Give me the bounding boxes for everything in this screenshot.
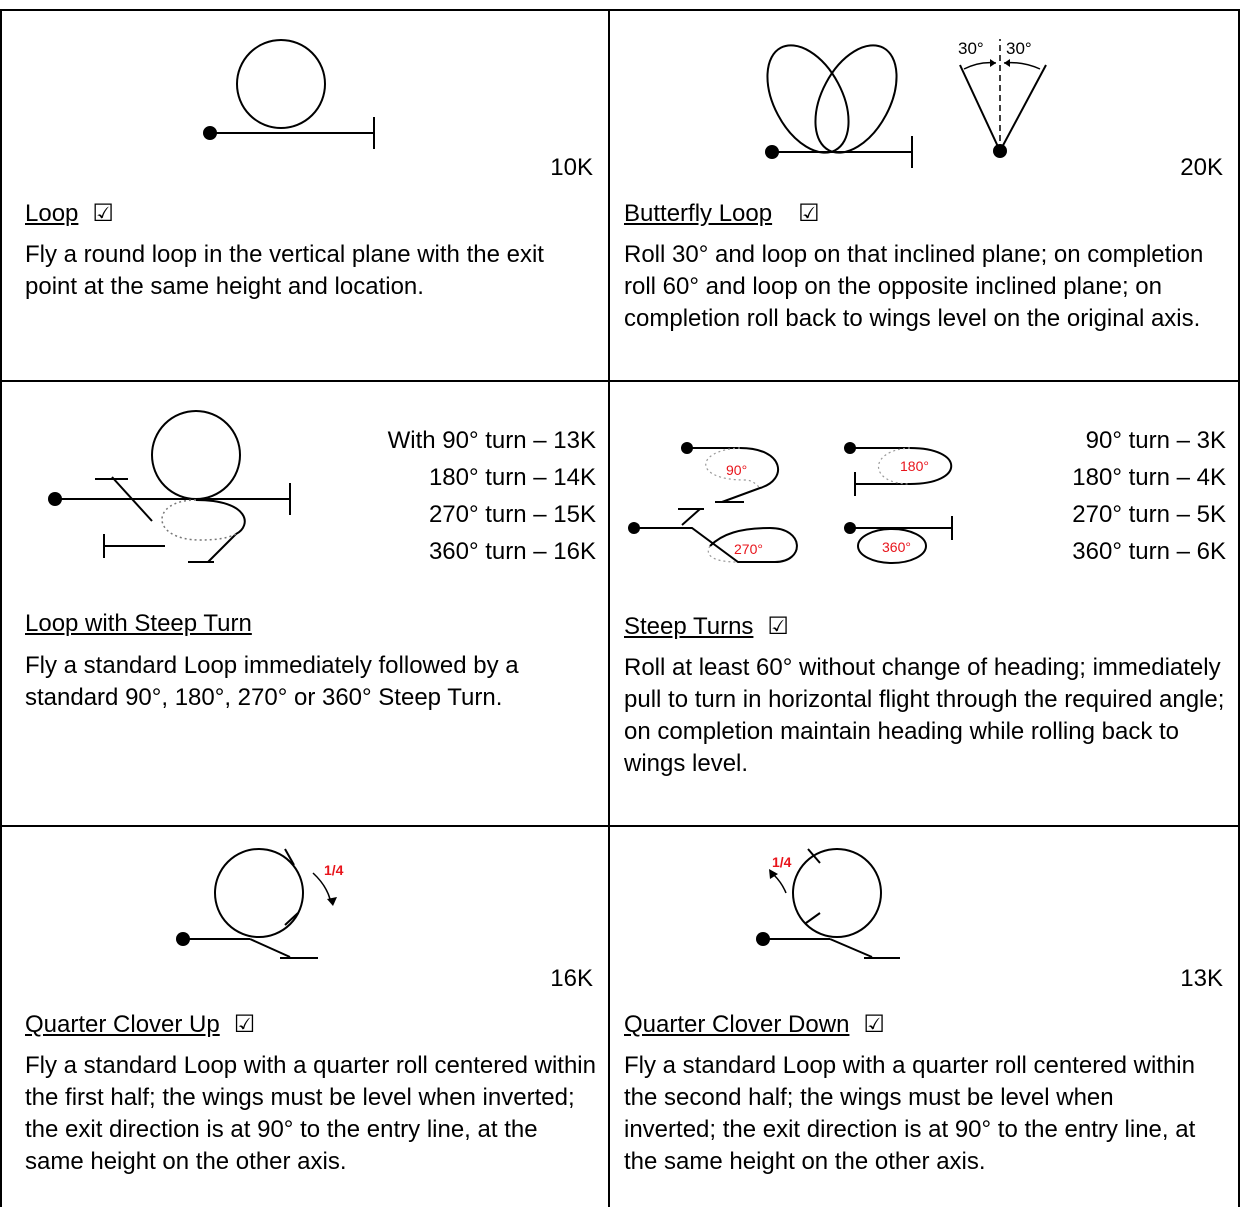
loop-diagram — [203, 39, 375, 149]
row-divider-1 — [0, 380, 1240, 382]
value-270: 270° turn – 15K — [428, 501, 596, 528]
turn-label-360: 360° — [882, 539, 911, 555]
cell-quarter-clover-up: 1/4 16K Quarter Clover Up ☑ Fly a standar… — [0, 827, 608, 1207]
value-180: 180° turn – 4K — [1072, 464, 1226, 491]
table-border-right — [1238, 9, 1240, 1207]
loop-title-text: Loop — [25, 200, 79, 227]
loop-steep-turn-description: Fly a standard Loop immediately followed… — [25, 652, 519, 711]
steep-turns-values: 90° turn – 3K 180° turn – 4K 270° turn –… — [1072, 422, 1226, 570]
loop-title: Loop ☑ — [25, 199, 114, 228]
cell-butterfly-loop: 30° 30° 20K Butterfly Loop ☑ Roll 30° and… — [610, 9, 1238, 380]
column-divider — [608, 9, 610, 1207]
roll-label-quarter: 1/4 — [324, 862, 344, 878]
row-divider-2 — [0, 825, 1240, 827]
angle-left-label: 30° — [958, 39, 984, 58]
steep-turns-diagram: 90° 180° 270° 360° — [628, 442, 953, 564]
quarter-clover-up-description: Fly a standard Loop with a quarter roll … — [25, 1052, 596, 1175]
butterfly-loop-description: Roll 30° and loop on that inclined plane… — [624, 241, 1204, 332]
quarter-clover-down-description: Fly a standard Loop with a quarter roll … — [624, 1052, 1196, 1175]
butterfly-loop-title-text: Butterfly Loop — [624, 200, 773, 227]
checkbox-checked-icon[interactable]: ☑ — [92, 199, 114, 227]
cell-steep-turns: 90° 180° 270° 360° 90° turn – 3K 180° tu… — [610, 382, 1238, 825]
checkbox-checked-icon[interactable]: ☑ — [798, 199, 820, 227]
butterfly-loop-diagram: 30° 30° — [765, 39, 1047, 168]
loop-steep-turn-values: With 90° turn – 13K 180° turn – 14K 270°… — [388, 422, 596, 570]
quarter-clover-up-title: Quarter Clover Up ☑ — [25, 1010, 255, 1039]
table-border-left — [0, 9, 2, 1207]
steep-turns-title-text: Steep Turns — [624, 613, 754, 640]
checkbox-checked-icon[interactable]: ☑ — [233, 1010, 256, 1038]
loop-steep-turn-diagram — [48, 410, 291, 563]
maneuver-table: 10K Loop ☑ Fly a round loop in the vertic… — [0, 9, 1240, 1207]
loop-steep-turn-title-text: Loop with Steep Turn — [25, 610, 252, 637]
quarter-clover-up-diagram: 1/4 — [176, 848, 344, 959]
angle-right-label: 30° — [1006, 39, 1032, 58]
quarter-clover-down-value: 13K — [1180, 965, 1223, 992]
steep-turns-title: Steep Turns ☑ — [624, 612, 789, 641]
turn-label-270: 270° — [734, 541, 763, 557]
loop-description: Fly a round loop in the vertical plane w… — [25, 241, 544, 300]
quarter-clover-down-title-text: Quarter Clover Down — [624, 1011, 850, 1038]
cell-loop-with-steep-turn: With 90° turn – 13K 180° turn – 14K 270°… — [0, 382, 608, 825]
turn-label-180: 180° — [900, 458, 929, 474]
cell-loop: 10K Loop ☑ Fly a round loop in the vertic… — [0, 9, 608, 380]
quarter-clover-down-title: Quarter Clover Down ☑ — [624, 1010, 885, 1039]
roll-label-quarter: 1/4 — [772, 854, 792, 870]
steep-turns-description: Roll at least 60° without change of head… — [624, 654, 1225, 777]
quarter-clover-down-diagram: 1/4 — [756, 848, 900, 959]
value-360: 360° turn – 16K — [428, 538, 596, 565]
table-border-top — [0, 9, 1240, 11]
checkbox-checked-icon[interactable]: ☑ — [767, 612, 789, 640]
quarter-clover-up-title-text: Quarter Clover Up — [25, 1011, 220, 1038]
quarter-clover-up-value: 16K — [550, 965, 593, 992]
cell-quarter-clover-down: 1/4 13K Quarter Clover Down ☑ Fly a stand… — [610, 827, 1238, 1207]
value-360: 360° turn – 6K — [1072, 538, 1226, 565]
value-90: 90° turn – 3K — [1085, 427, 1226, 454]
loop-steep-turn-title: Loop with Steep Turn — [25, 610, 252, 638]
turn-label-90: 90° — [726, 462, 747, 478]
butterfly-loop-title: Butterfly Loop ☑ — [624, 199, 820, 228]
butterfly-loop-value: 20K — [1180, 154, 1223, 181]
value-270: 270° turn – 5K — [1072, 501, 1226, 528]
value-180: 180° turn – 14K — [428, 464, 596, 491]
checkbox-checked-icon[interactable]: ☑ — [863, 1010, 885, 1038]
loop-value: 10K — [550, 154, 593, 181]
value-90: With 90° turn – 13K — [387, 427, 596, 454]
